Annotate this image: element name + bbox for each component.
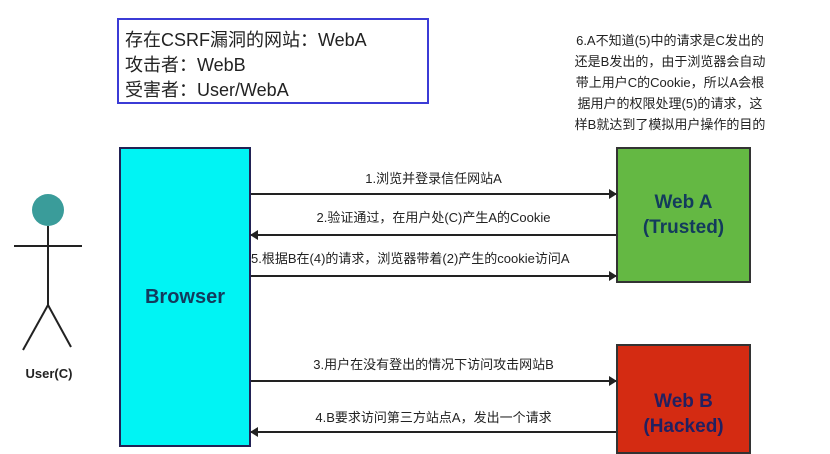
- step-1-label: 1.浏览并登录信任网站A: [365, 171, 502, 186]
- user-label: User(C): [25, 366, 73, 381]
- web-b-box: Web B (Hacked): [616, 344, 751, 454]
- step-1-arrow: [251, 189, 617, 199]
- web-a-box: Web A (Trusted): [616, 147, 751, 283]
- browser-label: Browser: [144, 285, 226, 308]
- user-stick-figure-icon: [14, 194, 82, 351]
- note-line: 6.A不知道(5)中的请求是C发出的: [576, 33, 764, 48]
- step-4-arrow: [250, 427, 616, 437]
- web-a-title: Web A: [654, 192, 713, 213]
- step-2-label: 2.验证通过，在用户处(C)产生A的Cookie: [316, 210, 551, 225]
- note-line: 样B就达到了模拟用户操作的目的: [574, 117, 766, 132]
- browser-box: Browser: [119, 147, 251, 447]
- info-box: 存在CSRF漏洞的网站：WebA 攻击者：WebB 受害者：User/WebA: [117, 18, 429, 104]
- web-b-subtitle: (Hacked): [643, 416, 724, 437]
- step-2-arrow: [250, 230, 616, 240]
- info-line: 受害者：User/WebA: [125, 80, 289, 100]
- step-5-label: 5.根据B在(4)的请求，浏览器带着(2)产生的cookie访问A: [251, 251, 570, 266]
- step-3-label: 3.用户在没有登出的情况下访问攻击网站B: [313, 357, 554, 372]
- note-line: 据用户的权限处理(5)的请求，这: [577, 96, 763, 111]
- step-4-label: 4.B要求访问第三方站点A，发出一个请求: [315, 410, 552, 425]
- web-b-title: Web B: [654, 391, 713, 412]
- info-line: 攻击者：WebB: [125, 55, 246, 75]
- note-text: 6.A不知道(5)中的请求是C发出的 还是B发出的，由于浏览器会自动 带上用户C…: [545, 30, 795, 135]
- web-a-subtitle: (Trusted): [642, 217, 725, 238]
- step-5-arrow: [251, 271, 617, 281]
- step-3-arrow: [251, 376, 617, 386]
- note-line: 带上用户C的Cookie，所以A会根: [575, 75, 765, 90]
- note-line: 还是B发出的，由于浏览器会自动: [574, 54, 766, 69]
- info-line: 存在CSRF漏洞的网站：WebA: [125, 30, 367, 50]
